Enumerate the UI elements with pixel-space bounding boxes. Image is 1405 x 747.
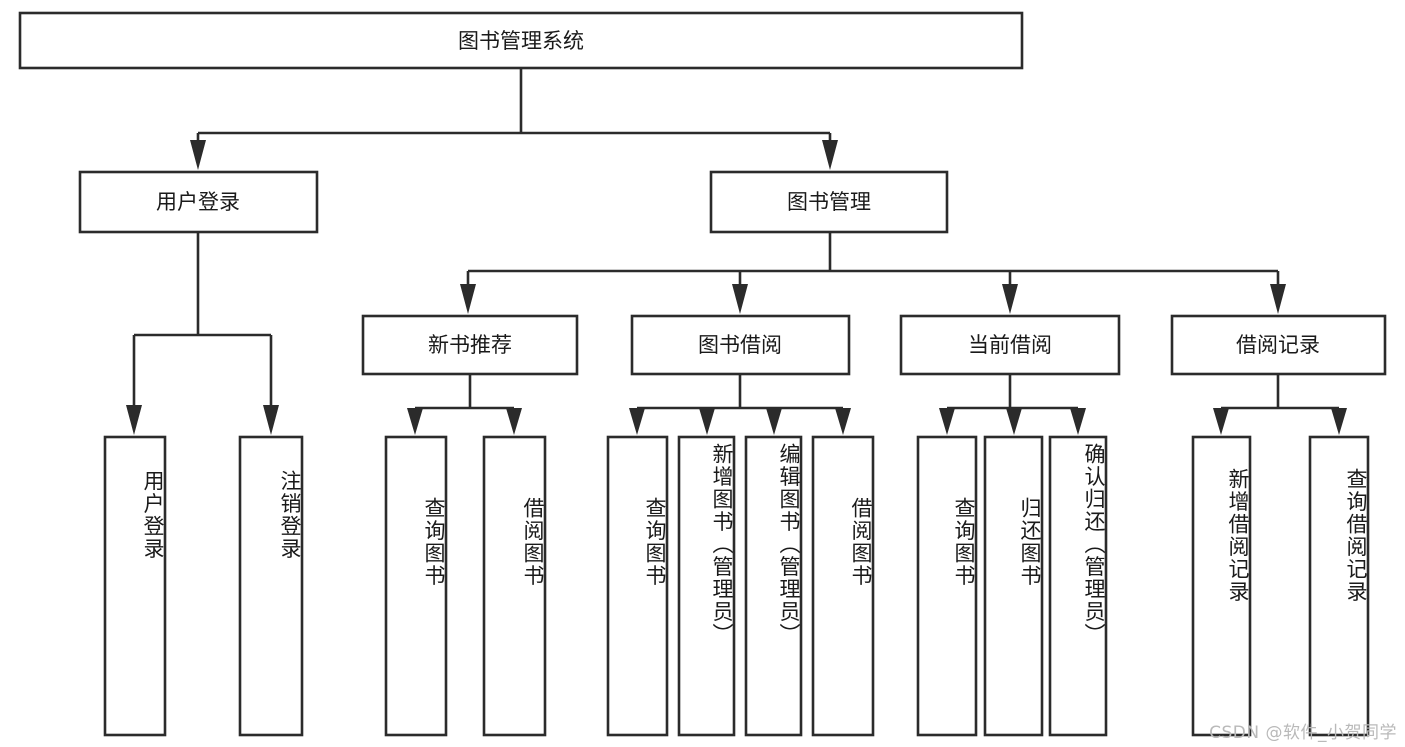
node-user-login-box[interactable] bbox=[78, 170, 319, 234]
arrow-head-leaf-query-record bbox=[1331, 408, 1347, 435]
node-current-borrow-label: 当前借阅 bbox=[968, 333, 1052, 357]
arrow-head-book-manage bbox=[822, 140, 838, 170]
node-current-borrow[interactable]: 当前借阅 bbox=[899, 314, 1121, 376]
node-user-login-label: 用户登录 bbox=[156, 190, 240, 214]
node-leaf-add-book-box[interactable] bbox=[677, 435, 736, 737]
arrow-head-current-borrow bbox=[1002, 284, 1018, 314]
arrow-head-borrow-record bbox=[1270, 284, 1286, 314]
arrow-head-new-book-rec bbox=[460, 284, 476, 314]
node-root-box[interactable] bbox=[18, 11, 1024, 70]
node-layer: 图书管理系统 用户登录 图书管理 新书推荐 图书借阅 当前 bbox=[18, 11, 1387, 737]
arrow-head-leaf-query-book-cur bbox=[939, 408, 955, 435]
node-borrow-record-box[interactable] bbox=[1170, 314, 1387, 376]
arrow-head-leaf-query-book-borrow bbox=[629, 408, 645, 435]
node-leaf-borrow-book-box[interactable] bbox=[811, 435, 875, 737]
arrow-head-leaf-return-book bbox=[1006, 408, 1022, 435]
node-leaf-user-logout-box[interactable] bbox=[238, 435, 304, 737]
node-borrow-record-label: 借阅记录 bbox=[1236, 333, 1320, 357]
arrow-head-leaf-edit-book bbox=[766, 408, 782, 435]
node-new-book-rec-label: 新书推荐 bbox=[428, 333, 512, 357]
node-borrow-record[interactable]: 借阅记录 bbox=[1170, 314, 1387, 376]
node-leaf-query-book-borrow-box[interactable] bbox=[606, 435, 669, 737]
arrow-head-book-borrow bbox=[732, 284, 748, 314]
arrow-head-leaf-borrow-book bbox=[835, 408, 851, 435]
arrow-head-user-login bbox=[190, 140, 206, 170]
arrow-head-leaf-user-login bbox=[126, 405, 142, 435]
node-book-manage-box[interactable] bbox=[709, 170, 949, 234]
arrow-head-leaf-add-record bbox=[1213, 408, 1229, 435]
node-leaf-query-book-cur-box[interactable] bbox=[916, 435, 978, 737]
node-leaf-confirm-return-box[interactable] bbox=[1048, 435, 1108, 737]
node-leaf-user-login-box[interactable] bbox=[103, 435, 167, 737]
node-leaf-edit-book-box[interactable] bbox=[744, 435, 803, 737]
node-leaf-query-record-box[interactable] bbox=[1308, 435, 1370, 737]
node-leaf-borrow-book-rec-box[interactable] bbox=[482, 435, 547, 737]
node-leaf-return-book-box[interactable] bbox=[983, 435, 1044, 737]
node-book-manage[interactable]: 图书管理 bbox=[709, 170, 949, 234]
node-current-borrow-box[interactable] bbox=[899, 314, 1121, 376]
arrow-head-leaf-add-book bbox=[699, 408, 715, 435]
arrow-head-leaf-query-book-rec bbox=[407, 408, 423, 435]
node-book-borrow-label: 图书借阅 bbox=[698, 333, 782, 357]
node-leaf-add-record-box[interactable] bbox=[1191, 435, 1252, 737]
arrow-head-leaf-confirm-return bbox=[1070, 408, 1086, 435]
node-new-book-rec[interactable]: 新书推荐 bbox=[361, 314, 579, 376]
arrow-head-leaf-user-logout bbox=[263, 405, 279, 435]
node-new-book-rec-box[interactable] bbox=[361, 314, 579, 376]
edge-layer bbox=[126, 68, 1347, 435]
arrow-head-leaf-borrow-book-rec bbox=[506, 408, 522, 435]
node-book-borrow-box[interactable] bbox=[630, 314, 851, 376]
node-root[interactable]: 图书管理系统 bbox=[18, 11, 1024, 70]
csdn-watermark: CSDN @软件_小贺同学 bbox=[1209, 723, 1397, 743]
node-root-label: 图书管理系统 bbox=[458, 29, 584, 53]
node-leaf-query-book-rec-box[interactable] bbox=[384, 435, 448, 737]
node-user-login[interactable]: 用户登录 bbox=[78, 170, 319, 234]
node-book-manage-label: 图书管理 bbox=[787, 190, 871, 214]
node-book-borrow[interactable]: 图书借阅 bbox=[630, 314, 851, 376]
